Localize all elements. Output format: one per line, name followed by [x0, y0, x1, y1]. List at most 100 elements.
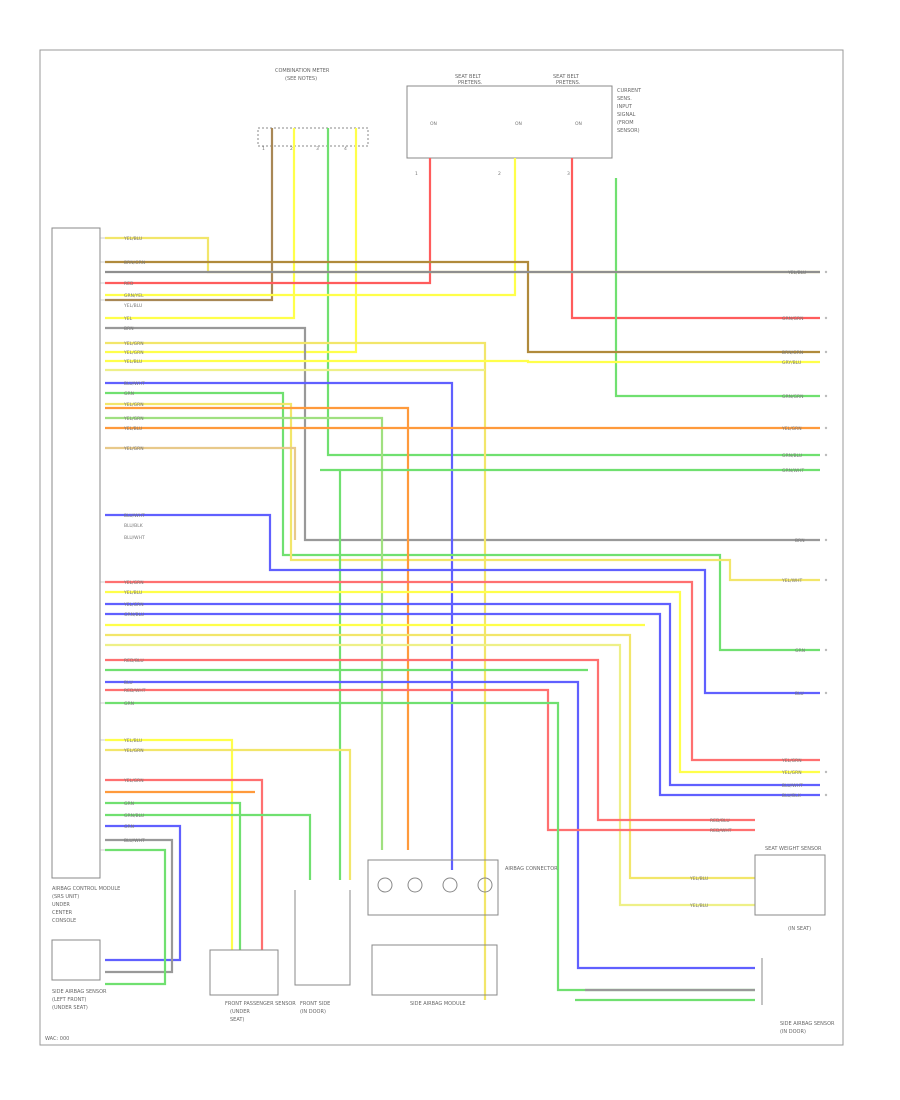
- wire-yelgrn2: [105, 402, 820, 582]
- svg-text:GRN/GRN: GRN/GRN: [782, 394, 803, 400]
- svg-text:BLU/BLK: BLU/BLK: [124, 523, 144, 529]
- svg-text:CONSOLE: CONSOLE: [52, 918, 76, 924]
- seat-weight-sensor: SEAT WEIGHT SENSOR (IN SEAT): [754, 846, 826, 932]
- svg-text:UNDER: UNDER: [52, 902, 70, 908]
- svg-text:SEAT): SEAT): [230, 1017, 244, 1023]
- side-airbag-module: SIDE AIRBAG MODULE AIRBAG CONNECTOR: [367, 859, 558, 1007]
- diagram-border: [39, 49, 844, 1046]
- wire-blu5: [105, 680, 755, 970]
- wire-yel-l2: [105, 359, 820, 364]
- svg-text:YEL/WHT: YEL/WHT: [781, 578, 802, 584]
- svg-text:1: 1: [262, 146, 265, 152]
- svg-text:(FROM: (FROM: [617, 120, 634, 126]
- svg-text:AIRBAG CONTROL MODULE: AIRBAG CONTROL MODULE: [52, 886, 120, 892]
- wire-gryblk: [105, 326, 820, 542]
- wire-grn8: [105, 701, 755, 992]
- wire-yel2: [105, 128, 358, 354]
- svg-text:BLU/BLK: BLU/BLK: [782, 793, 802, 799]
- svg-text:SEAT BELT: SEAT BELT: [455, 74, 482, 80]
- svg-text:SIDE AIRBAG SENSOR: SIDE AIRBAG SENSOR: [52, 989, 107, 995]
- svg-text:YEL/GRN: YEL/GRN: [123, 602, 144, 608]
- svg-text:BLU/WHT: BLU/WHT: [124, 381, 145, 387]
- svg-text:BRN: BRN: [124, 326, 134, 332]
- svg-text:(UNDER SEAT): (UNDER SEAT): [52, 1005, 88, 1011]
- wire-yel8: [105, 738, 234, 950]
- wire-brn-top: [105, 260, 820, 354]
- wire-grn4: [105, 416, 384, 850]
- svg-text:2: 2: [290, 146, 293, 152]
- svg-text:YEL/GRN: YEL/GRN: [123, 778, 144, 784]
- wire-red4: [105, 658, 755, 822]
- svg-text:RED/BLU: RED/BLU: [710, 818, 730, 824]
- wire-blu3: [105, 602, 820, 787]
- wire-yel: [105, 128, 296, 320]
- wire-brn: [105, 128, 274, 302]
- svg-text:SENS.: SENS.: [617, 96, 632, 102]
- wire-gry2: [105, 838, 174, 974]
- wire-blu: [105, 381, 454, 870]
- svg-text:COMBINATION METER: COMBINATION METER: [275, 68, 330, 74]
- svg-text:BRN: BRN: [795, 538, 805, 544]
- svg-text:YEL/BLU: YEL/BLU: [123, 236, 142, 242]
- wire-grn10: [105, 813, 312, 880]
- svg-text:SIDE AIRBAG MODULE: SIDE AIRBAG MODULE: [410, 1001, 466, 1007]
- svg-text:RED/WHT: RED/WHT: [710, 828, 732, 834]
- svg-text:YEL/BLU: YEL/BLU: [123, 590, 142, 596]
- svg-text:YEL/BLU: YEL/BLU: [689, 876, 708, 882]
- wire-red6: [105, 778, 264, 950]
- svg-text:BLU/WHT: BLU/WHT: [124, 535, 145, 541]
- svg-text:BLU/WHT: BLU/WHT: [124, 513, 145, 519]
- svg-text:PRETENS.: PRETENS.: [556, 80, 581, 86]
- svg-text:YEL/BLU: YEL/BLU: [123, 426, 142, 432]
- left-wire-labels: YEL/BLU BRN/GRN RED GRN/YEL YEL/BLU YEL …: [123, 236, 146, 707]
- wire-grn: [326, 128, 820, 457]
- svg-text:FRONT PASSENGER SENSOR: FRONT PASSENGER SENSOR: [225, 1001, 296, 1007]
- wire-yel4: [105, 590, 820, 774]
- svg-text:GRN/YEL: GRN/YEL: [124, 293, 144, 299]
- wire-yel-l1: [105, 341, 487, 1000]
- svg-text:CENTER: CENTER: [52, 910, 73, 916]
- wire-red2: [570, 158, 820, 320]
- svg-text:GRN/GRN: GRN/GRN: [782, 316, 803, 322]
- wire-yel7: [105, 643, 755, 907]
- wire-yel3: [105, 158, 517, 297]
- svg-text:YEL: YEL: [123, 316, 133, 322]
- svg-text:YEL/BLU: YEL/BLU: [787, 270, 806, 276]
- svg-text:FRONT SIDE: FRONT SIDE: [300, 1001, 330, 1007]
- svg-text:YEL/GRN: YEL/GRN: [123, 416, 144, 422]
- svg-text:YEL/GRN: YEL/GRN: [123, 580, 144, 586]
- svg-text:ON: ON: [575, 121, 582, 127]
- svg-text:GRN: GRN: [124, 701, 134, 707]
- front-passenger-sensor: FRONT PASSENGER SENSOR (UNDER SEAT): [209, 949, 296, 1023]
- svg-text:GRN: GRN: [124, 391, 134, 397]
- right-terminals: [824, 270, 828, 797]
- svg-text:BLU: BLU: [795, 691, 804, 697]
- svg-text:YEL/GRN: YEL/GRN: [123, 350, 144, 356]
- svg-text:(SRS UNIT): (SRS UNIT): [52, 894, 79, 900]
- svg-text:YEL/BLU: YEL/BLU: [123, 303, 142, 309]
- module-pin-column: [100, 237, 105, 851]
- svg-text:GRN/BLU: GRN/BLU: [124, 612, 144, 618]
- svg-text:(IN DOOR): (IN DOOR): [300, 1009, 326, 1015]
- svg-text:3: 3: [567, 171, 570, 177]
- svg-text:YEL/GRN: YEL/GRN: [123, 402, 144, 408]
- svg-text:(LEFT FRONT): (LEFT FRONT): [52, 997, 86, 1003]
- svg-text:RED: RED: [124, 281, 134, 287]
- svg-text:SIDE AIRBAG SENSOR: SIDE AIRBAG SENSOR: [780, 1021, 835, 1027]
- seat-belt-sensor-block: SEAT BELT PRETENS. SEAT BELT PRETENS. CU…: [406, 74, 642, 177]
- svg-text:GRN/BLU: GRN/BLU: [124, 813, 144, 819]
- svg-text:CURRENT: CURRENT: [617, 88, 642, 94]
- svg-text:ON: ON: [430, 121, 437, 127]
- front-side-sensor: FRONT SIDE (IN DOOR): [294, 890, 351, 1015]
- svg-text:YEL/GRN: YEL/GRN: [781, 426, 802, 432]
- svg-text:BLU/WHT: BLU/WHT: [124, 838, 145, 844]
- svg-text:(UNDER: (UNDER: [230, 1009, 250, 1015]
- svg-text:YEL/BLU: YEL/BLU: [689, 903, 708, 909]
- wire-blu4: [105, 612, 820, 797]
- svg-text:YEL/BLU: YEL/BLU: [123, 738, 142, 744]
- svg-text:3: 3: [316, 146, 319, 152]
- wire-red: [105, 158, 432, 285]
- wire-yel6: [105, 633, 755, 880]
